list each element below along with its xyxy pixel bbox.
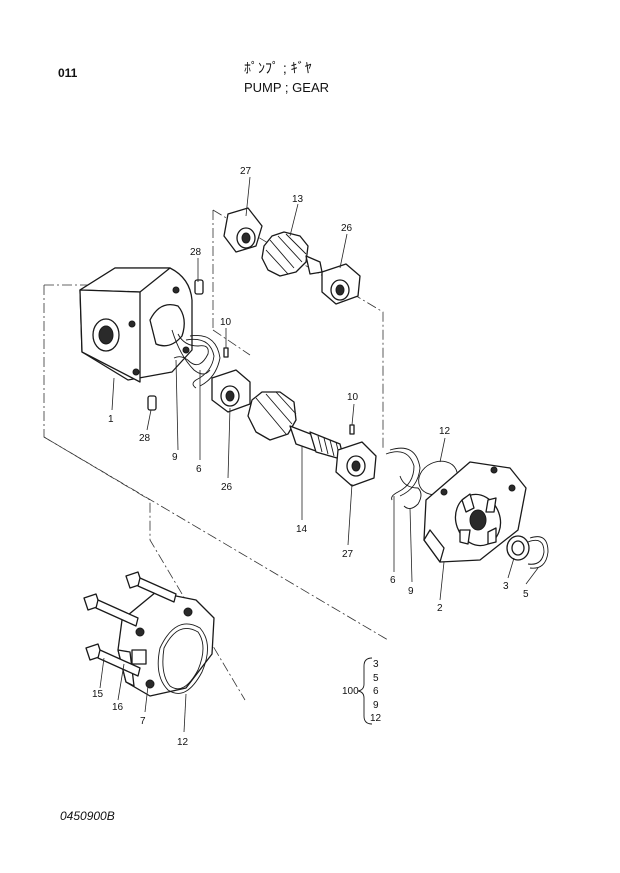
callout-15: 15 [92,689,104,700]
bushing-part-26-top [321,263,361,305]
bushing-part-27-top [223,207,263,253]
drawing-number: 0450900B [60,809,115,823]
callout-2: 2 [437,603,443,614]
callout-16: 16 [112,702,124,713]
callout-1: 1 [108,414,114,425]
kit-item-3: 9 [373,700,379,711]
callout-27-bottom: 27 [342,549,354,560]
callout-27-top: 27 [240,166,252,177]
page-number: 011 [58,66,78,80]
driven-gear-part-13 [261,231,323,277]
leader-lines [99,176,539,733]
kit-item-4: 12 [370,713,382,724]
callout-3: 3 [503,581,509,592]
callout-12-bottom: 12 [177,737,189,748]
title-japanese: ﾎﾟﾝﾌﾟ ; ｷﾞﾔ [244,60,312,76]
end-cover-part-2 [423,461,527,563]
callout-13: 13 [292,194,304,205]
callout-26-top: 26 [341,223,353,234]
bolt-part-16 [83,571,177,627]
kit-item-1: 5 [373,673,379,684]
callout-28-bottom: 28 [139,433,151,444]
kit-100-group: 100 3 5 6 9 12 [342,657,382,725]
pump-housing-part-1 [79,267,193,383]
kit-item-2: 6 [373,686,379,697]
kit-brace [357,657,373,725]
title-english: PUMP ; GEAR [244,80,330,95]
backup-ring-part-9-right [399,475,422,509]
key-part-10-right [349,424,355,435]
seal-ring-part-6-right [385,447,421,501]
bushing-part-27-bottom [335,441,377,487]
callout-6-left: 6 [196,464,202,475]
callout-12-right: 12 [439,426,451,437]
callout-14: 14 [296,524,308,535]
callout-9-right: 9 [408,586,414,597]
callout-7: 7 [140,716,146,727]
pin-part-28-top [194,279,204,295]
pin-part-28-bottom [147,395,157,411]
o-ring-part-12-bottom [157,623,208,694]
callout-10-right: 10 [347,392,359,403]
seal-ring-part-6-left [185,335,221,389]
callout-26-bottom: 26 [221,482,233,493]
kit-number: 100 [342,686,359,697]
callout-10-left: 10 [220,317,232,328]
callout-9-left: 9 [172,452,178,463]
oil-seal-part-3 [506,535,530,561]
key-part-10-left [223,347,229,358]
bushing-part-26-bottom [211,369,251,413]
snap-ring-part-5 [527,536,549,569]
drive-gear-shaft-part-14 [247,391,345,461]
callout-5: 5 [523,589,529,600]
bolt-part-15 [85,643,141,677]
kit-item-0: 3 [373,659,379,670]
callout-6-right: 6 [390,575,396,586]
callout-28-top: 28 [190,247,202,258]
